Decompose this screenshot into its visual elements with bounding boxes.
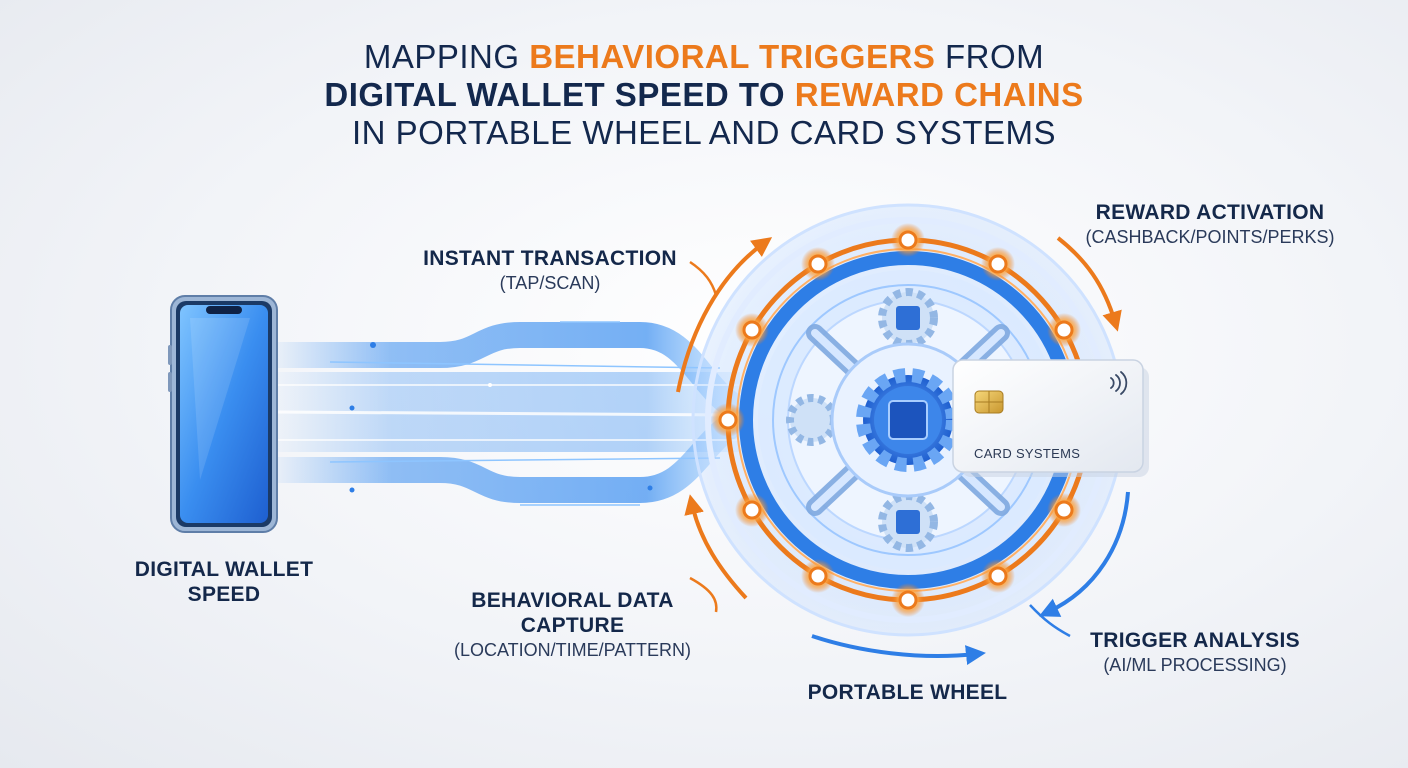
gear-icon bbox=[878, 492, 938, 552]
page-title: MAPPING BEHAVIORAL TRIGGERS FROM DIGITAL… bbox=[0, 38, 1408, 152]
smartphone-icon bbox=[168, 295, 278, 533]
contactless-icon bbox=[1110, 371, 1128, 395]
gear-icon bbox=[856, 368, 960, 472]
gear-icon bbox=[878, 288, 938, 348]
portable-wheel bbox=[691, 203, 1125, 637]
title-line-3: IN PORTABLE WHEEL AND CARD SYSTEMS bbox=[351, 114, 1057, 151]
gear-icon bbox=[786, 394, 838, 446]
chip-icon bbox=[974, 390, 1004, 414]
card-systems-label: CARD SYSTEMS bbox=[974, 446, 1081, 461]
card-systems-card bbox=[952, 359, 1149, 477]
arrow-instant-transaction bbox=[676, 237, 773, 393]
label-digital-wallet-speed: DIGITAL WALLET SPEED bbox=[134, 558, 314, 606]
arrow-behavioral-data bbox=[684, 494, 748, 613]
label-instant-transaction: INSTANT TRANSACTION (TAP/SCAN) bbox=[423, 247, 677, 293]
label-trigger-analysis: TRIGGER ANALYSIS (AI/ML PROCESSING) bbox=[1090, 629, 1300, 675]
data-stream bbox=[262, 321, 753, 506]
arrow-trigger-analysis bbox=[1029, 491, 1130, 638]
title-accent-triggers: BEHAVIORAL TRIGGERS bbox=[529, 38, 936, 75]
label-behavioral-data-capture: BEHAVIORAL DATA CAPTURE (LOCATION/TIME/P… bbox=[454, 589, 691, 660]
title-line-2: DIGITAL WALLET SPEED TO REWARD CHAINS bbox=[324, 76, 1084, 113]
arrow-reward-activation bbox=[1056, 236, 1122, 332]
title-accent-rewards: REWARD CHAINS bbox=[794, 76, 1084, 113]
label-reward-activation: REWARD ACTIVATION (CASHBACK/POINTS/PERKS… bbox=[1085, 201, 1335, 247]
wheel-nodes bbox=[711, 223, 1081, 617]
arrow-portable-wheel bbox=[811, 634, 986, 666]
title-line-1: MAPPING BEHAVIORAL TRIGGERS FROM bbox=[363, 38, 1045, 75]
label-portable-wheel: PORTABLE WHEEL bbox=[807, 681, 1008, 704]
